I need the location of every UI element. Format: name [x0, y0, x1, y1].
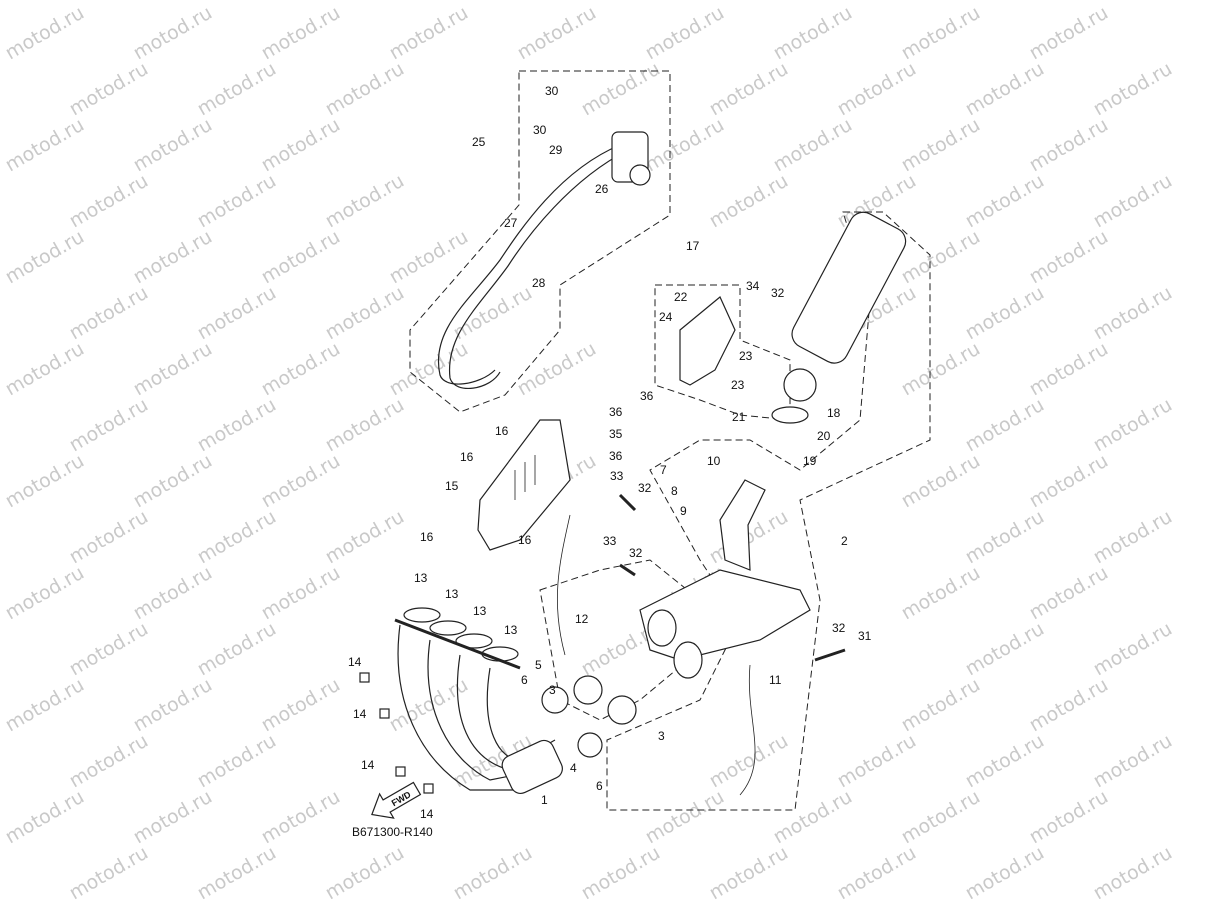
- chamber-inlet-2: [673, 641, 703, 679]
- callout-part-12[interactable]: 12: [575, 612, 589, 626]
- callout-part-32[interactable]: 32: [771, 286, 785, 300]
- cable-group-outline: [409, 70, 671, 413]
- callout-part-1[interactable]: 1: [541, 793, 548, 807]
- bolt-33b: [619, 563, 636, 577]
- callout-part-32[interactable]: 32: [629, 546, 643, 560]
- gasket-3b: [607, 695, 637, 725]
- callout-part-18[interactable]: 18: [827, 406, 841, 420]
- callout-part-7[interactable]: 7: [660, 463, 667, 477]
- callout-part-10[interactable]: 10: [707, 454, 721, 468]
- clamp-5: [541, 686, 569, 714]
- callout-part-14[interactable]: 14: [420, 807, 434, 821]
- callout-part-23[interactable]: 23: [731, 378, 745, 392]
- gasket-13b: [429, 620, 467, 636]
- heat-protector: [477, 419, 571, 551]
- callout-part-24[interactable]: 24: [659, 310, 673, 324]
- muffler-joint: [783, 368, 817, 402]
- nut-14a: [359, 672, 370, 683]
- nut-14b: [379, 708, 390, 719]
- callout-part-17[interactable]: 17: [686, 239, 700, 253]
- callout-part-9[interactable]: 9: [680, 504, 687, 518]
- manifold-group-outline: [539, 559, 701, 721]
- chamber-inlet-1: [647, 609, 677, 647]
- callout-part-3[interactable]: 3: [549, 683, 556, 697]
- bolt-31: [814, 648, 846, 662]
- callout-part-28[interactable]: 28: [532, 276, 546, 290]
- callout-part-13[interactable]: 13: [414, 571, 428, 585]
- callout-part-16[interactable]: 16: [518, 533, 532, 547]
- callout-part-2[interactable]: 2: [841, 534, 848, 548]
- muffler: [791, 211, 907, 364]
- nut-14d: [423, 783, 434, 794]
- muffler-group-outline: [606, 211, 931, 811]
- callout-part-29[interactable]: 29: [549, 143, 563, 157]
- callout-part-20[interactable]: 20: [817, 429, 831, 443]
- callout-part-5[interactable]: 5: [535, 658, 542, 672]
- servo-pulley: [629, 164, 651, 186]
- exhaust-header-pipes: [397, 624, 563, 795]
- callout-part-35[interactable]: 35: [609, 427, 623, 441]
- callout-part-14[interactable]: 14: [348, 655, 362, 669]
- clamp-4: [577, 732, 603, 758]
- callout-part-13[interactable]: 13: [504, 623, 518, 637]
- callout-part-36[interactable]: 36: [640, 389, 654, 403]
- callout-part-6[interactable]: 6: [596, 779, 603, 793]
- nut-14c: [395, 766, 406, 777]
- fwd-arrow: FWD: [371, 781, 422, 819]
- callout-part-27[interactable]: 27: [504, 216, 518, 230]
- callout-part-15[interactable]: 15: [445, 479, 459, 493]
- callout-part-13[interactable]: 13: [473, 604, 487, 618]
- callout-part-33[interactable]: 33: [603, 534, 617, 548]
- callout-part-36[interactable]: 36: [609, 449, 623, 463]
- callout-part-21[interactable]: 21: [732, 410, 746, 424]
- callout-part-19[interactable]: 19: [803, 454, 817, 468]
- callout-part-6[interactable]: 6: [521, 673, 528, 687]
- callout-part-3[interactable]: 3: [658, 729, 665, 743]
- o2-sensor-cable-12: [556, 514, 571, 656]
- callout-part-34[interactable]: 34: [746, 279, 760, 293]
- callout-part-22[interactable]: 22: [674, 290, 688, 304]
- muffler-protector: [679, 296, 736, 386]
- callout-part-32[interactable]: 32: [832, 621, 846, 635]
- callout-part-16[interactable]: 16: [495, 424, 509, 438]
- callout-part-8[interactable]: 8: [671, 484, 678, 498]
- gasket-13a: [403, 607, 441, 623]
- gasket-18: [771, 406, 809, 424]
- callout-part-32[interactable]: 32: [638, 481, 652, 495]
- bolt-33a: [618, 493, 637, 512]
- gasket-13c: [455, 633, 493, 649]
- callout-part-11[interactable]: 11: [769, 673, 782, 687]
- diagram-code: B671300-R140: [352, 825, 433, 839]
- callout-part-4[interactable]: 4: [570, 761, 577, 775]
- throttle-cable-2: [448, 149, 629, 390]
- callout-part-14[interactable]: 14: [361, 758, 375, 772]
- exhaust-chamber: [639, 569, 811, 661]
- callout-part-13[interactable]: 13: [445, 587, 459, 601]
- callout-part-31[interactable]: 31: [858, 629, 872, 643]
- callout-part-30[interactable]: 30: [545, 84, 559, 98]
- callout-part-14[interactable]: 14: [353, 707, 367, 721]
- callout-part-16[interactable]: 16: [460, 450, 474, 464]
- callout-part-30[interactable]: 30: [533, 123, 547, 137]
- gasket-3a: [573, 675, 603, 705]
- callout-part-36[interactable]: 36: [609, 405, 623, 419]
- o2-sensor-cable-11: [739, 664, 756, 796]
- callout-part-25[interactable]: 25: [472, 135, 486, 149]
- link-pipe: [719, 479, 766, 571]
- callout-part-33[interactable]: 33: [610, 469, 624, 483]
- callout-part-23[interactable]: 23: [739, 349, 753, 363]
- callout-part-26[interactable]: 26: [595, 182, 609, 196]
- callout-part-16[interactable]: 16: [420, 530, 434, 544]
